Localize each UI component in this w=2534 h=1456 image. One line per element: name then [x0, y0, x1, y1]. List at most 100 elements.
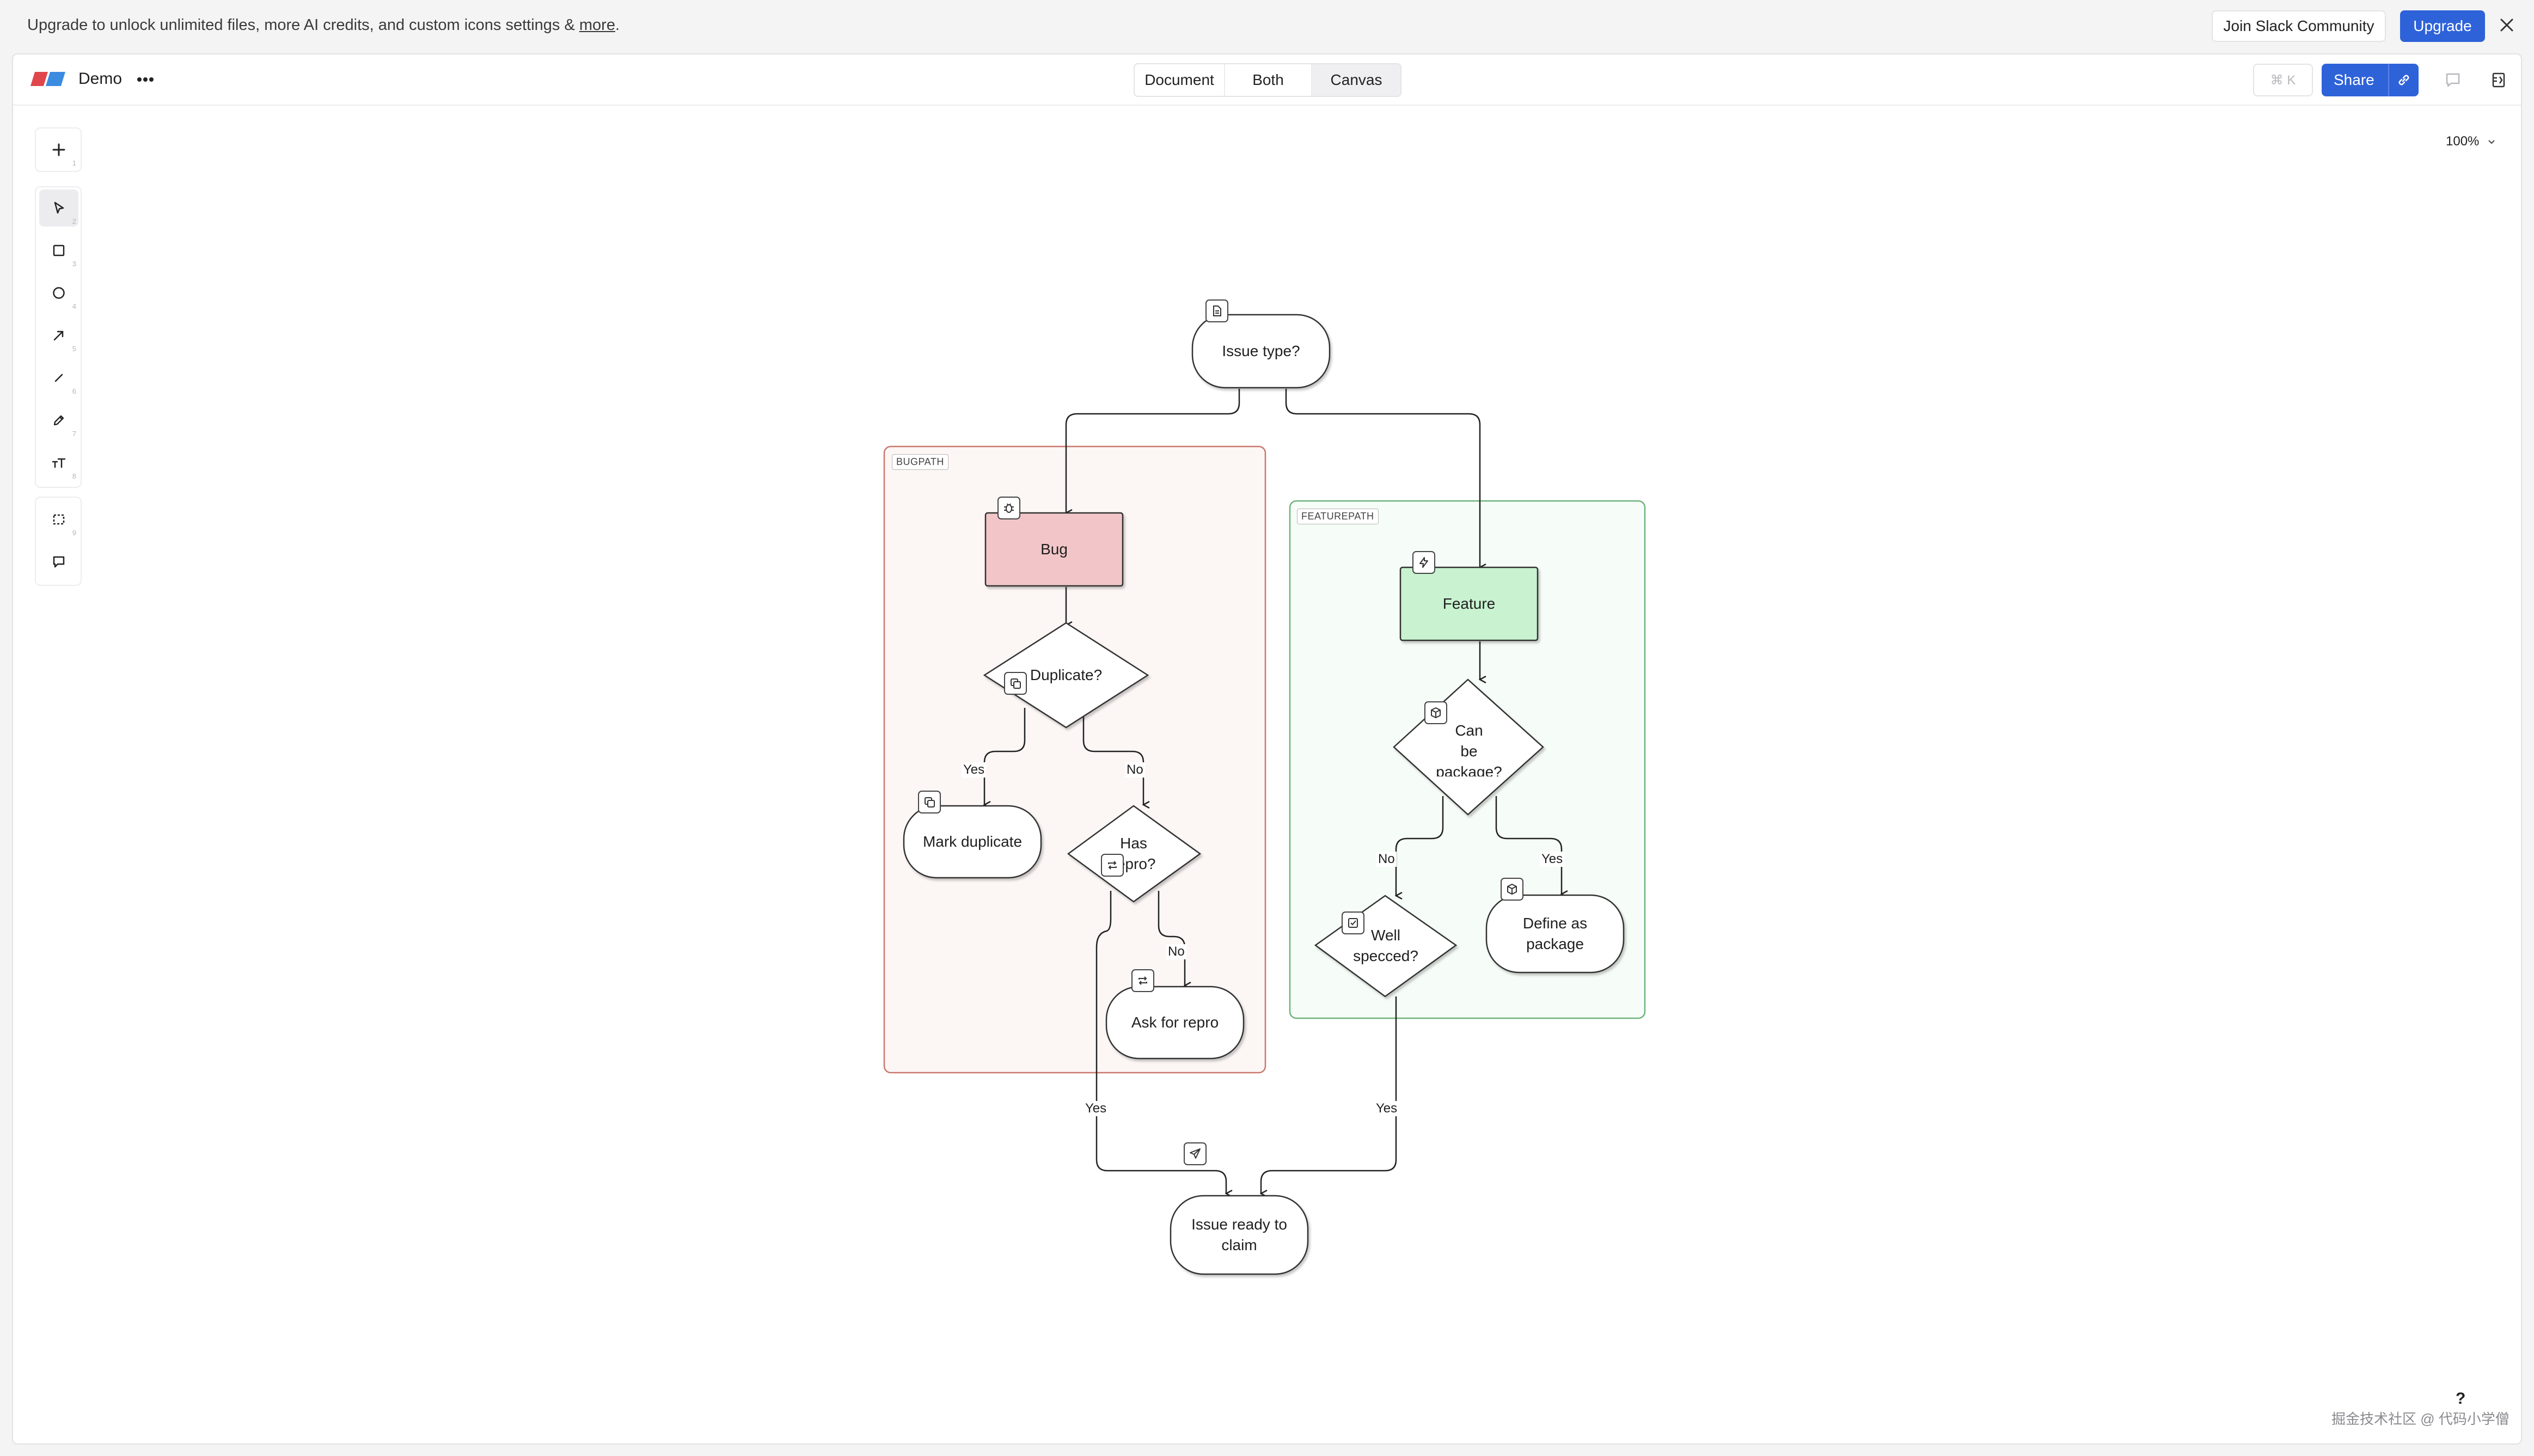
- node-label: Issue ready to claim: [1171, 1196, 1308, 1274]
- ellipse-tool[interactable]: 4: [39, 274, 78, 311]
- tool-hint: 5: [72, 345, 76, 353]
- upgrade-button[interactable]: Upgrade: [2400, 10, 2485, 42]
- bug-label: Bug: [1040, 541, 1068, 558]
- node-define-package[interactable]: [1485, 894, 1625, 974]
- zoom-level: 100%: [2446, 134, 2480, 149]
- node-badge: [918, 791, 941, 813]
- help-button[interactable]: ?: [2456, 1390, 2466, 1408]
- edge-duplicate-no: [1082, 708, 1143, 805]
- comment-icon: [53, 556, 65, 568]
- can-package-label-1: Can: [1455, 722, 1483, 739]
- square-icon: [53, 244, 65, 256]
- edge-spec-yes: [1261, 996, 1397, 1194]
- drawing-tool-group: 2 3 4 5 6: [35, 186, 82, 488]
- edges: [984, 389, 1562, 1194]
- frame-tool[interactable]: 9: [39, 501, 78, 538]
- node-label: Define as package: [1486, 895, 1624, 972]
- node-label: Ask for repro: [1106, 987, 1244, 1059]
- document-name[interactable]: Demo: [78, 70, 123, 88]
- node-badge: [1101, 854, 1124, 877]
- zap-icon: [1419, 557, 1428, 568]
- node-feature[interactable]: [1399, 566, 1539, 641]
- line-icon: [54, 374, 63, 382]
- node-issue-type[interactable]: [1191, 314, 1331, 389]
- tool-hint: 1: [72, 159, 76, 167]
- node-badge: [1004, 672, 1027, 695]
- tab-canvas[interactable]: Canvas: [1312, 64, 1400, 96]
- share-label: Share: [2334, 71, 2374, 88]
- define-package-label-2: package: [1526, 935, 1584, 952]
- file-icon: [1213, 305, 1221, 316]
- edge-package-yes: [1495, 796, 1562, 894]
- node-duplicate[interactable]: [983, 622, 1149, 729]
- tab-document[interactable]: Document: [1135, 64, 1225, 96]
- plus-icon: [52, 143, 65, 156]
- node-label: Issue type?: [1192, 315, 1330, 388]
- well-specced-label-2: specced?: [1353, 947, 1418, 964]
- edge-issue-bug: [1066, 389, 1240, 513]
- banner-message: Upgrade to unlock unlimited files, more …: [27, 16, 579, 34]
- duplicate-label: Duplicate?: [1030, 666, 1103, 683]
- edge-duplicate-yes: [984, 708, 1026, 805]
- node-label: Can be package?: [1407, 717, 1531, 776]
- top-bar: Demo Document Both Canvas ⌘ K Share: [13, 54, 2521, 106]
- issue-type-label: Issue type?: [1222, 342, 1300, 359]
- edge-label-repro-no: No: [1166, 944, 1186, 959]
- select-tool[interactable]: 2: [39, 189, 78, 227]
- edge-label-spec-yes: Yes: [1374, 1101, 1399, 1116]
- node-badge: [1342, 911, 1364, 934]
- lane-label-bugpath: BUGPATH: [892, 454, 948, 470]
- document-menu-button[interactable]: [134, 69, 157, 90]
- comment-tool[interactable]: [39, 543, 78, 580]
- has-repro-label-1: Has: [1120, 835, 1147, 852]
- banner-more-link[interactable]: more: [579, 16, 615, 34]
- banner-period: .: [615, 16, 620, 34]
- node-badge: [1424, 701, 1447, 724]
- comments-button[interactable]: [2440, 68, 2465, 93]
- command-palette-button[interactable]: ⌘ K: [2253, 64, 2313, 96]
- node-ask-repro[interactable]: [1105, 986, 1245, 1060]
- bug-icon: [1004, 503, 1014, 513]
- node-badge: [1184, 1142, 1207, 1165]
- can-package-label-2: be: [1460, 743, 1478, 760]
- zoom-control[interactable]: 100%: [2446, 134, 2496, 149]
- lane-label-featurepath: FEATUREPATH: [1297, 509, 1379, 524]
- banner-text: Upgrade to unlock unlimited files, more …: [27, 16, 620, 34]
- text-icon: [52, 458, 66, 468]
- link-icon: [2398, 75, 2409, 85]
- comment-icon: [2446, 73, 2460, 87]
- pencil-tool[interactable]: 7: [39, 402, 78, 439]
- pencil-icon: [53, 415, 64, 426]
- node-label: Duplicate?: [993, 653, 1139, 697]
- node-mark-duplicate[interactable]: [903, 805, 1042, 879]
- package-icon: [1431, 707, 1441, 718]
- node-issue-ready[interactable]: [1170, 1195, 1309, 1275]
- edge-issue-feature: [1285, 389, 1480, 567]
- share-button[interactable]: Share: [2322, 64, 2419, 96]
- app-logo: [30, 72, 65, 86]
- text-tool[interactable]: 8: [39, 444, 78, 481]
- side-panel-button[interactable]: [2486, 68, 2511, 93]
- node-label: Mark duplicate: [904, 806, 1041, 878]
- join-slack-button[interactable]: Join Slack Community: [2212, 10, 2386, 42]
- add-button[interactable]: 1: [39, 131, 78, 168]
- view-mode-toggle: Document Both Canvas: [1134, 63, 1401, 97]
- issue-ready-label-2: claim: [1221, 1237, 1257, 1253]
- bug-lane[interactable]: [883, 445, 1266, 1074]
- issue-ready-label-1: Issue ready to: [1191, 1216, 1287, 1233]
- check-square-icon: [1348, 918, 1358, 928]
- close-banner-button[interactable]: [2493, 11, 2521, 39]
- edge-label-repro-yes: Yes: [1084, 1101, 1109, 1116]
- node-label: Feature: [1400, 567, 1538, 640]
- mark-duplicate-label: Mark duplicate: [922, 833, 1023, 850]
- line-tool[interactable]: 6: [39, 359, 78, 396]
- rectangle-tool[interactable]: 3: [39, 232, 78, 269]
- tab-both[interactable]: Both: [1225, 64, 1312, 96]
- arrow-tool[interactable]: 5: [39, 317, 78, 354]
- node-has-repro[interactable]: [1067, 805, 1202, 903]
- copy-link-button[interactable]: [2388, 64, 2419, 96]
- edge-package-no: [1396, 796, 1444, 896]
- extra-tool-group: 9: [35, 497, 82, 586]
- node-bug[interactable]: [984, 512, 1124, 587]
- node-badge: [1131, 969, 1154, 992]
